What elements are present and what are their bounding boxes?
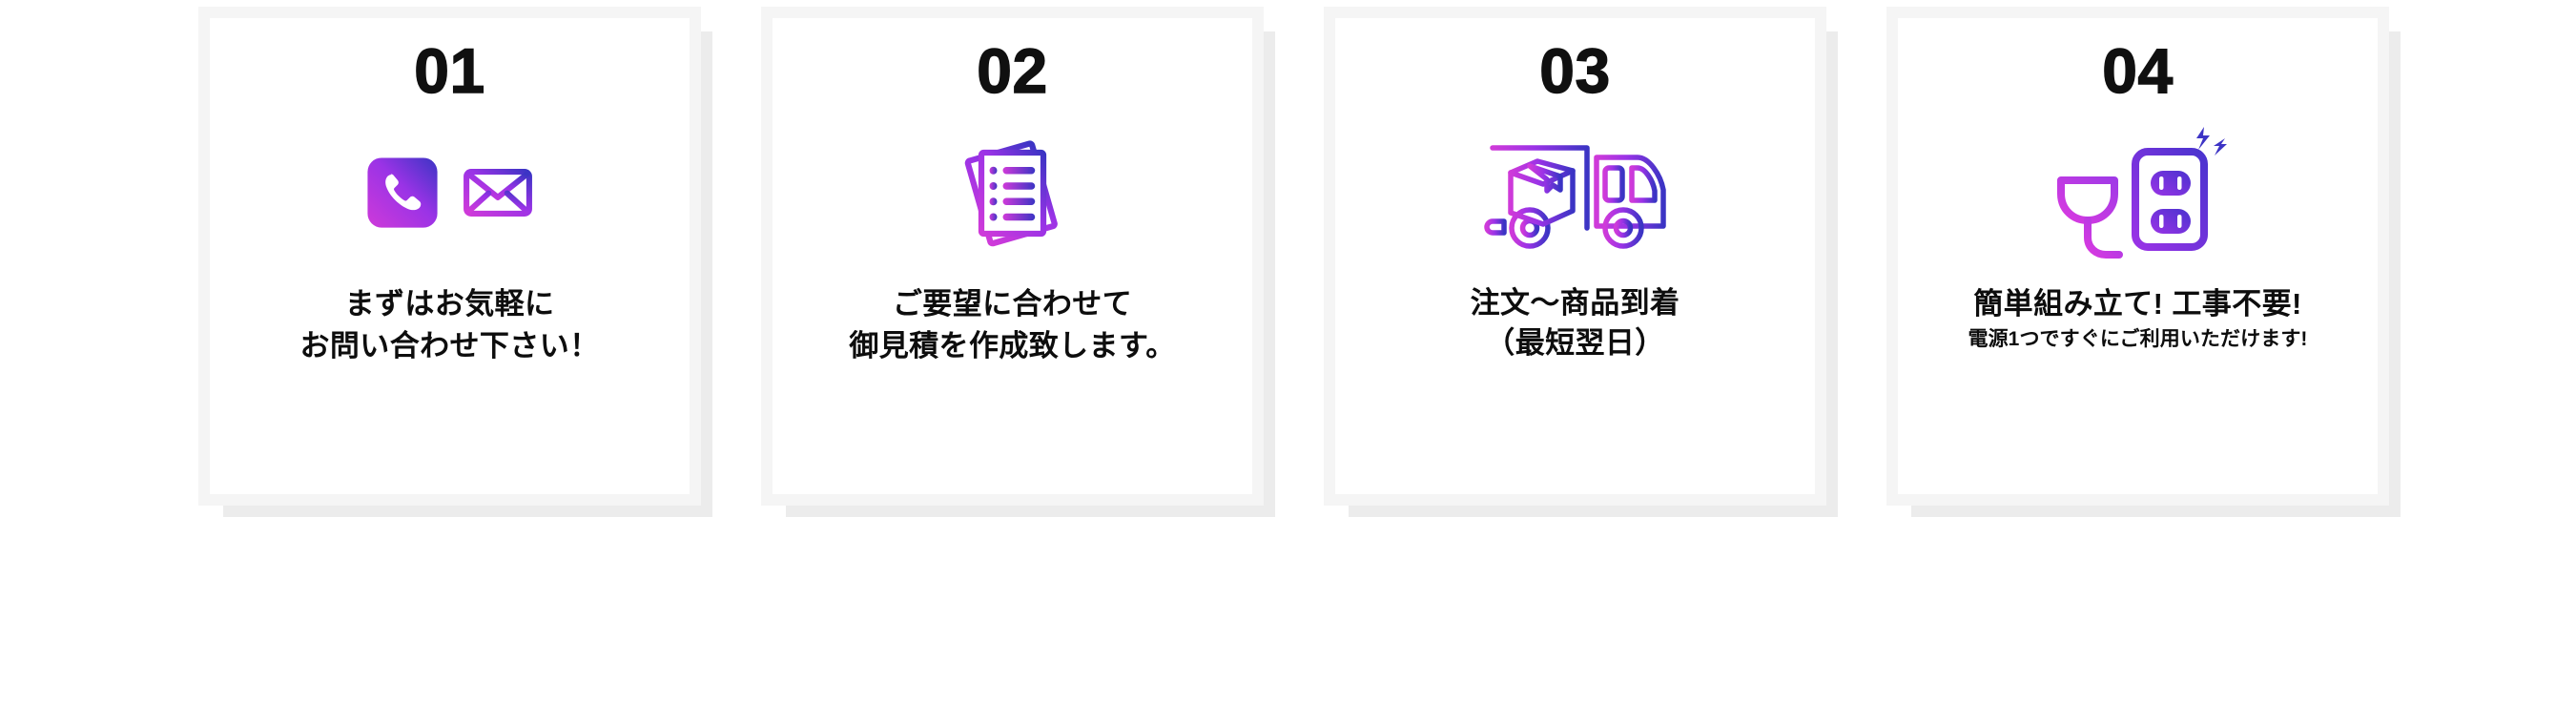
caption-line: （最短翌日） — [1485, 326, 1665, 361]
step-number: 02 — [977, 35, 1048, 106]
caption-subline: 電源1つですぐにご利用いただけます! — [1968, 328, 2308, 351]
caption-line: 簡単組み立て! 工事不要! — [1973, 287, 2302, 321]
documents-icon — [964, 139, 1058, 246]
caption-line: ご要望に合わせて — [892, 287, 1133, 321]
plug-outlet-icon — [2056, 127, 2227, 259]
step-card-04: 04 — [1886, 7, 2401, 517]
step-card-02: 02 — [761, 7, 1275, 517]
caption-line: 注文〜商品到着 — [1470, 286, 1680, 320]
card-body: 01 — [210, 18, 690, 494]
step-caption: まずはお気軽に お問い合わせ下さい！ — [210, 283, 690, 367]
card-body: 03 — [1335, 18, 1815, 494]
phone-icon — [366, 157, 438, 228]
card-body: 04 — [1898, 18, 2378, 494]
step-icon-group — [1335, 102, 1815, 283]
step-number: 01 — [414, 35, 485, 106]
step-number: 04 — [2102, 35, 2174, 106]
step-card-03: 03 — [1324, 7, 1838, 517]
step-caption: 注文〜商品到着 （最短翌日） — [1335, 283, 1815, 363]
step-caption: 簡単組み立て! 工事不要! 電源1つですぐにご利用いただけます! — [1898, 283, 2378, 354]
caption-line: まずはお気軽に — [344, 287, 555, 321]
step-number: 03 — [1539, 35, 1611, 106]
caption-line: 御見積を作成致します。 — [849, 329, 1176, 363]
step-caption: ご要望に合わせて 御見積を作成致します。 — [773, 283, 1252, 367]
step-icon-group — [1898, 102, 2378, 283]
step-icon-group — [210, 102, 690, 283]
step-card-01: 01 — [198, 7, 712, 517]
caption-line: お問い合わせ下さい！ — [299, 329, 600, 363]
delivery-truck-icon — [1483, 145, 1666, 249]
mail-icon — [463, 169, 532, 217]
card-body: 02 — [773, 18, 1252, 494]
step-icon-group — [773, 102, 1252, 283]
